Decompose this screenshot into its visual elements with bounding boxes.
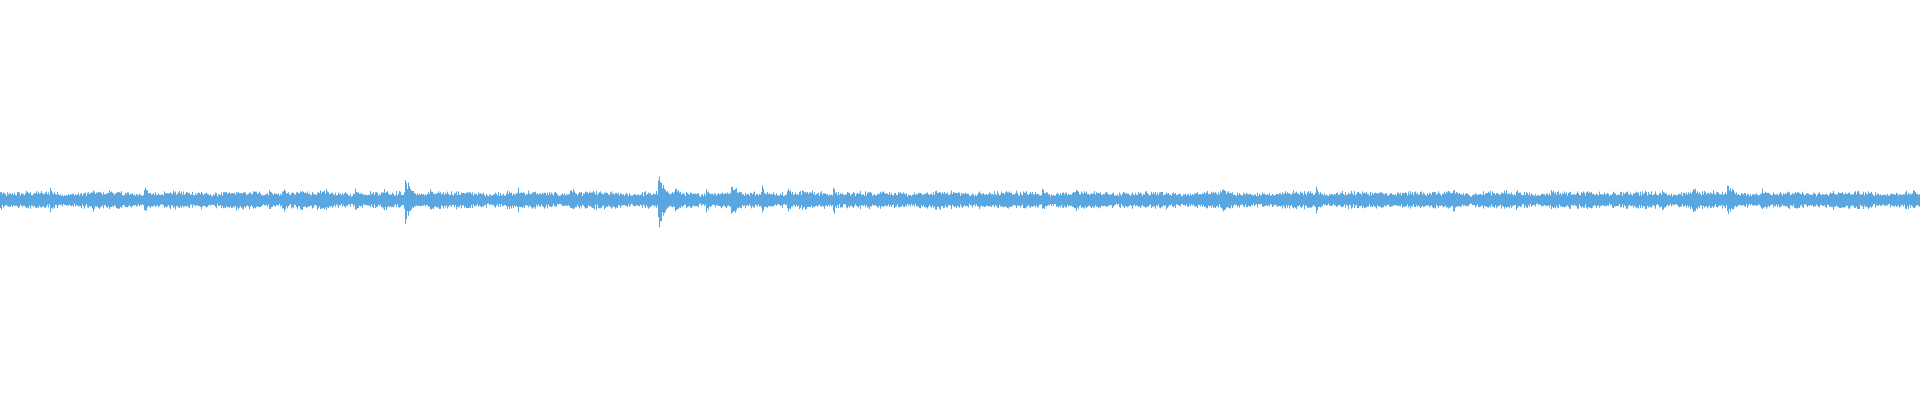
waveform-peaks bbox=[0, 176, 1920, 228]
